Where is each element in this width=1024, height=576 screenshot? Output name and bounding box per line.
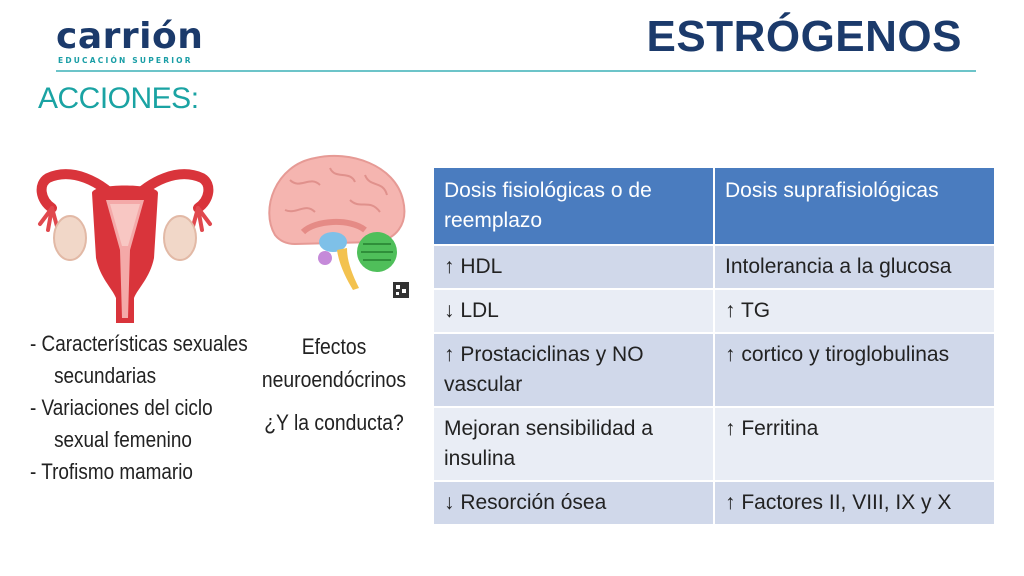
table-header-row: Dosis fisiológicas o de reemplazo Dosis … xyxy=(432,166,996,246)
table-cell: ↑ Factores II, VIII, IX y X xyxy=(713,480,996,526)
caption-line: - Características sexuales xyxy=(30,331,248,356)
caption-question: ¿Y la conducta? xyxy=(264,410,404,435)
table-cell: ↑ TG xyxy=(713,288,996,334)
table-row: ↑ HDL Intolerancia a la glucosa xyxy=(432,244,996,290)
table-cell: ↓ LDL xyxy=(432,288,715,334)
table-row: ↓ Resorción ósea ↑ Factores II, VIII, IX… xyxy=(432,480,996,526)
table-cell: Intolerancia a la glucosa xyxy=(713,244,996,290)
table-row: Mejoran sensibilidad a insulina ↑ Ferrit… xyxy=(432,406,996,482)
page-title: ESTRÓGENOS xyxy=(646,12,962,61)
table-cell: Mejoran sensibilidad a insulina xyxy=(432,406,715,482)
caption-line: - Trofismo mamario xyxy=(30,459,193,484)
caption-line: secundarias xyxy=(54,363,157,388)
table-row: ↓ LDL ↑ TG xyxy=(432,288,996,334)
table-row: ↑ Prostaciclinas y NO vascular ↑ cortico… xyxy=(432,332,996,408)
header-cell: Dosis fisiológicas o de reemplazo xyxy=(432,166,715,246)
table-cell: ↑ HDL xyxy=(432,244,715,290)
table-cell: ↑ Ferritina xyxy=(713,406,996,482)
caption-line: - Variaciones del ciclo xyxy=(30,395,213,420)
uterus-illustration-icon xyxy=(36,169,214,323)
brand-logo: carrión EDUCACIÓN SUPERIOR xyxy=(56,16,204,66)
dosis-table: Dosis fisiológicas o de reemplazo Dosis … xyxy=(432,166,996,526)
caption-line: Efectos xyxy=(301,334,367,359)
table-cell: ↑ Prostaciclinas y NO vascular xyxy=(432,332,715,408)
left-caption: - Características sexuales secundarias -… xyxy=(30,328,260,488)
header-divider xyxy=(56,70,976,72)
caption-line: sexual femenino xyxy=(54,427,192,452)
caption-line: neuroendócrinos xyxy=(261,367,407,392)
table-cell: ↑ cortico y tiroglobulinas xyxy=(713,332,996,408)
middle-caption: Efectos neuroendócrinos ¿Y la conducta? xyxy=(248,330,420,439)
logo-subtitle: EDUCACIÓN SUPERIOR xyxy=(58,56,193,65)
logo-wordmark: carrión xyxy=(56,16,204,57)
brain-illustration-icon xyxy=(268,154,409,298)
table-cell: ↓ Resorción ósea xyxy=(432,480,715,526)
section-subtitle: ACCIONES: xyxy=(38,82,199,115)
header-cell: Dosis suprafisiológicas xyxy=(713,166,996,246)
